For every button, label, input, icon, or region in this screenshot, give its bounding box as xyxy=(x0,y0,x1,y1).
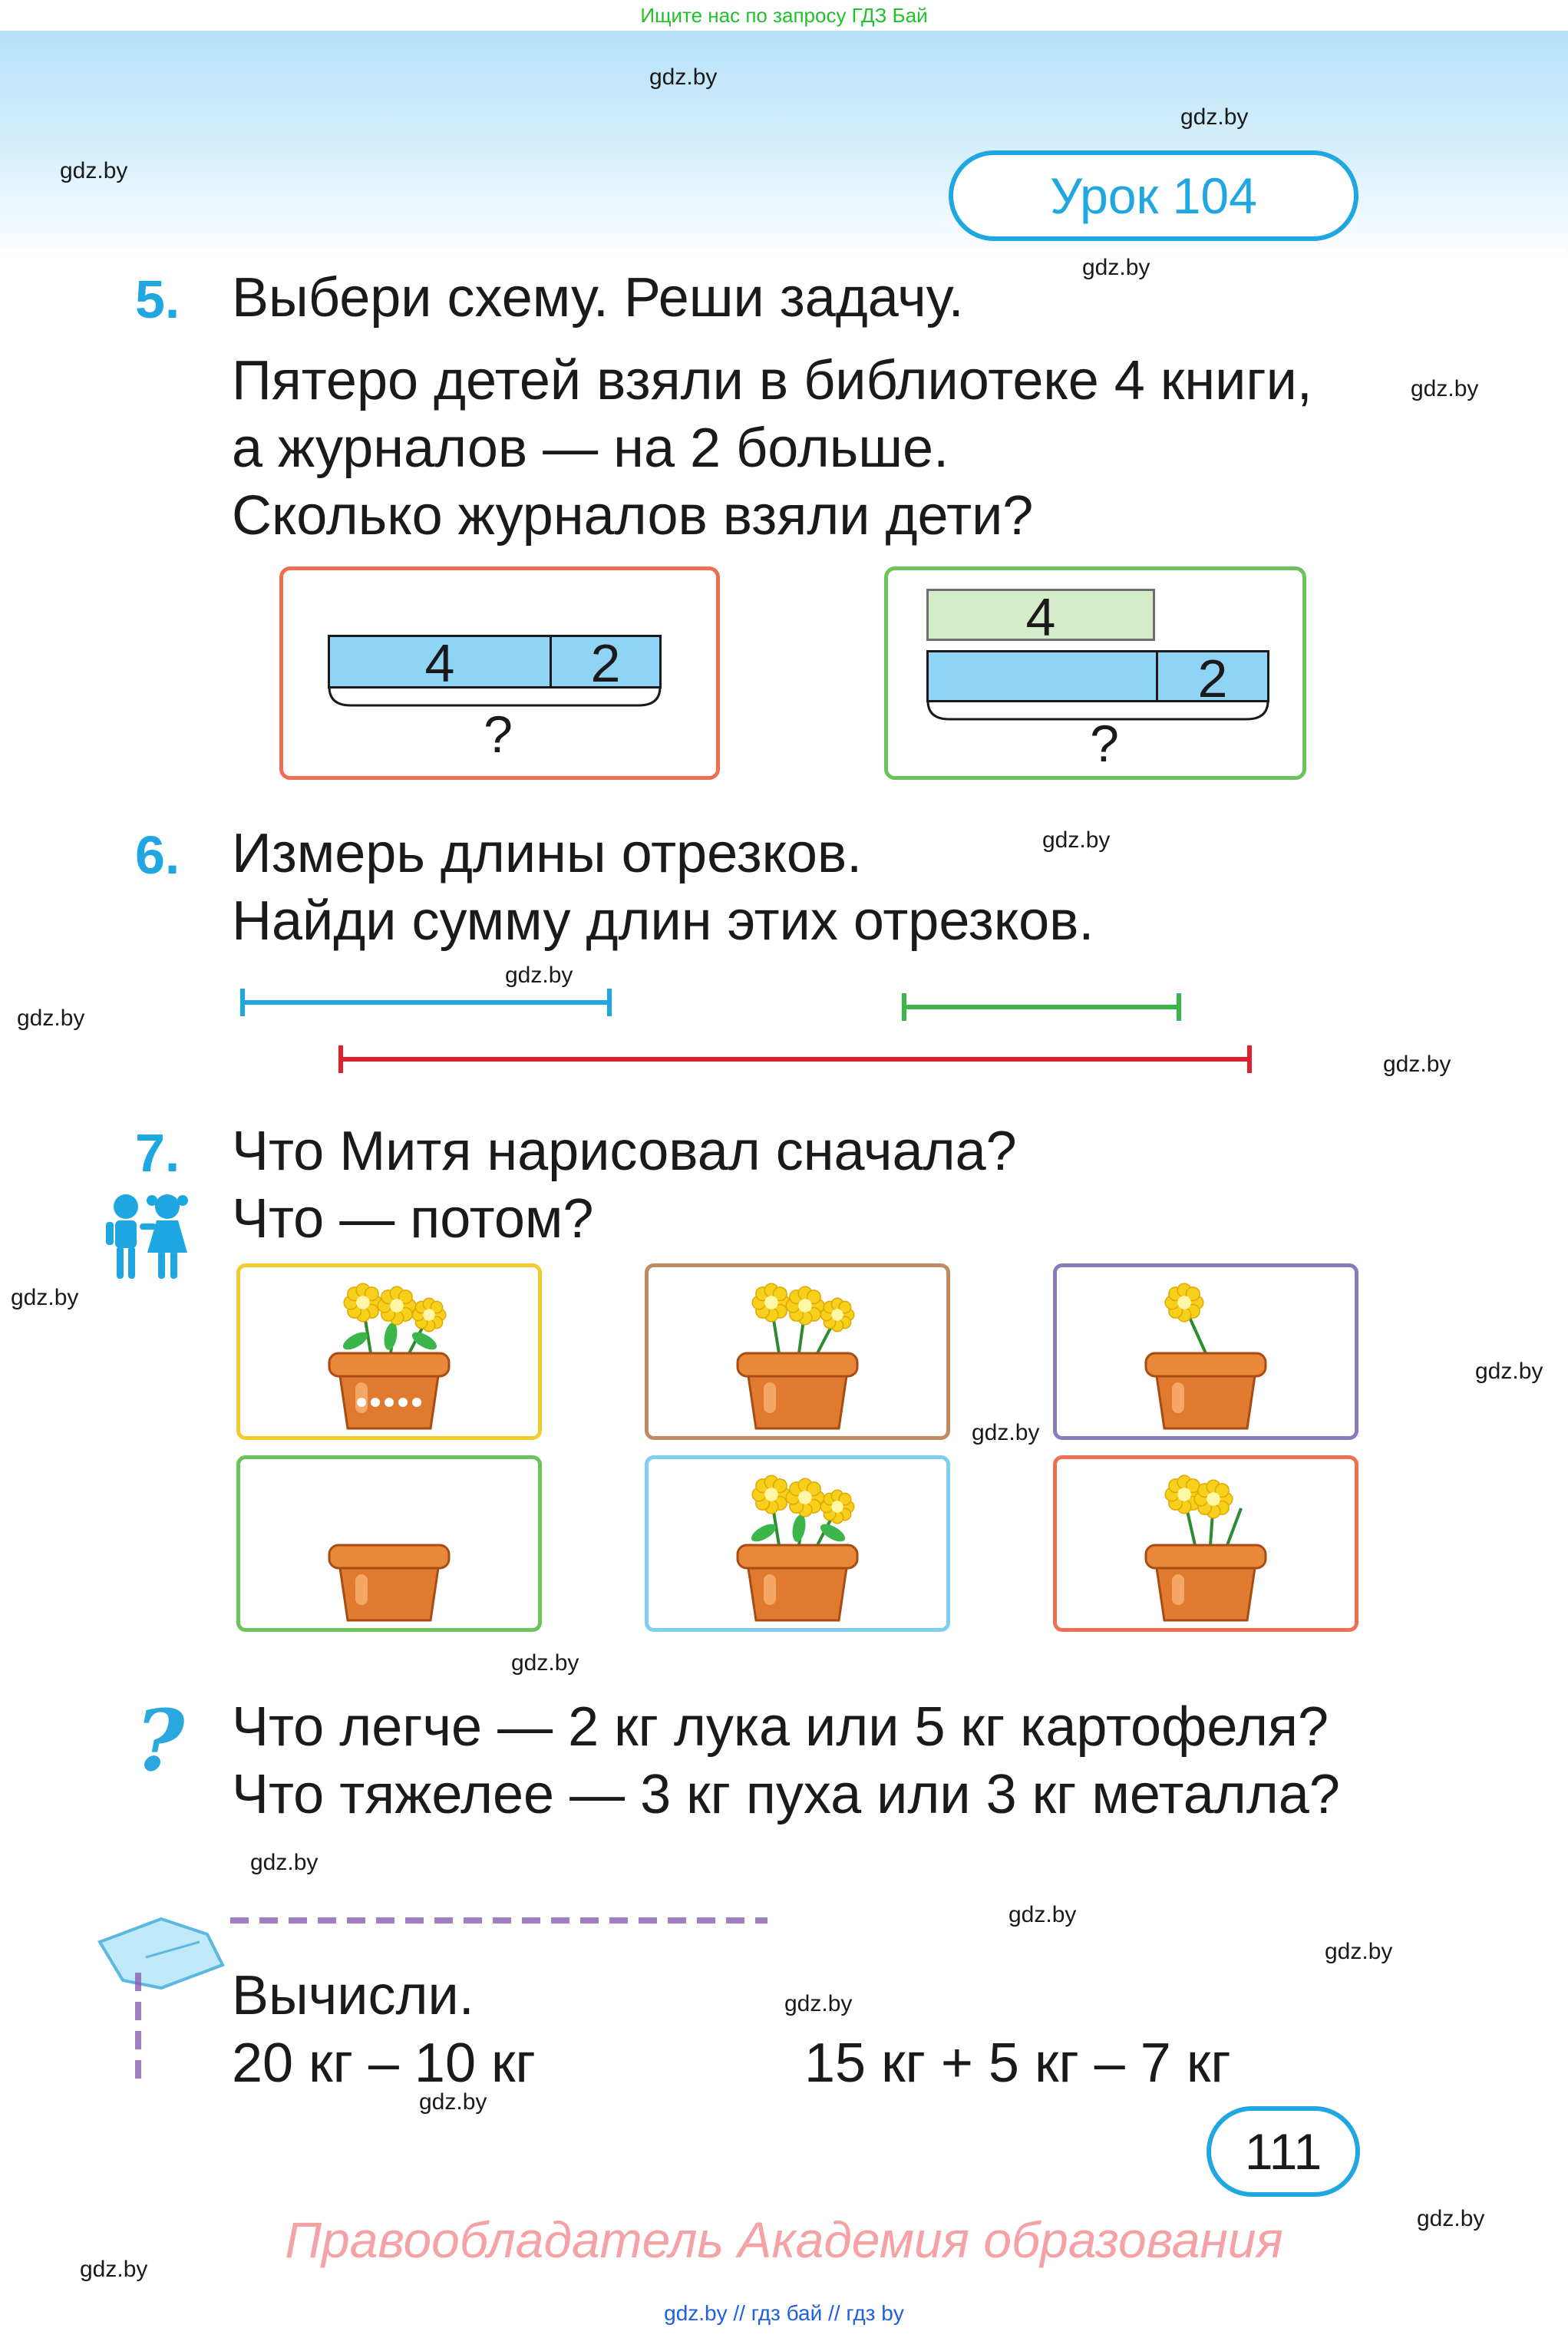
scheme-question: ? xyxy=(1090,715,1119,773)
watermark: gdz.by xyxy=(11,1285,79,1310)
watermark: gdz.by xyxy=(1008,1902,1077,1927)
book-divider-icon xyxy=(97,1917,767,2084)
task-title: Выбери схему. Реши задачу. xyxy=(232,267,964,329)
task-text-line: Что — потом? xyxy=(232,1188,594,1250)
watermark: gdz.by xyxy=(784,1991,853,2016)
scheme-brace xyxy=(328,686,662,707)
picture-card-6[interactable] xyxy=(1053,1455,1358,1632)
question-line: Что легче — 2 кг лука или 5 кг картофеля… xyxy=(232,1696,1329,1758)
flower-pot-picture xyxy=(1144,1474,1267,1622)
question-icon: ? xyxy=(135,1704,186,1781)
scheme-option-1[interactable]: 4 2 ? xyxy=(279,566,720,780)
task-number: 7. xyxy=(135,1123,180,1183)
task-text-line: а журналов — на 2 больше. xyxy=(232,418,949,479)
picture-card-1[interactable] xyxy=(236,1263,542,1440)
scheme-cell-top: 4 xyxy=(926,589,1155,644)
watermark: gdz.by xyxy=(649,64,718,90)
picture-card-2[interactable] xyxy=(645,1263,950,1440)
compute-expression: 20 кг – 10 кг xyxy=(232,2033,536,2094)
watermark: gdz.by xyxy=(1042,827,1111,853)
flower-pot-picture xyxy=(736,1474,859,1622)
footer-links[interactable]: gdz.by // гдз бай // гдз by xyxy=(664,2301,904,2325)
scheme-cell-b: 2 xyxy=(1156,650,1269,705)
flower-pot-picture xyxy=(328,1283,451,1430)
scheme-brace xyxy=(926,700,1269,721)
segment-red xyxy=(338,1045,1252,1073)
watermark: gdz.by xyxy=(80,2257,148,2282)
watermark: gdz.by xyxy=(17,1006,85,1031)
scheme-cell-b: 2 xyxy=(550,635,662,690)
watermark: gdz.by xyxy=(972,1420,1040,1445)
task-number: 5. xyxy=(135,269,180,329)
compute-title: Вычисли. xyxy=(232,1965,474,2026)
copyright-notice: Правообладатель Академия образования xyxy=(285,2211,1283,2268)
segments-figure xyxy=(240,989,1252,1073)
watermark: gdz.by xyxy=(505,963,573,988)
task-number: 6. xyxy=(135,825,180,885)
watermark: gdz.by xyxy=(511,1650,579,1676)
scheme-cell-a: 4 xyxy=(328,635,552,690)
scheme-question: ? xyxy=(484,705,513,764)
watermark: gdz.by xyxy=(250,1850,319,1875)
watermark: gdz.by xyxy=(1417,2206,1485,2231)
watermark: gdz.by xyxy=(1475,1359,1543,1384)
question-line: Что тяжелее — 3 кг пуха или 3 кг металла… xyxy=(232,1764,1340,1825)
picture-card-3[interactable] xyxy=(1053,1263,1358,1440)
flower-pot-picture xyxy=(328,1544,451,1622)
watermark: gdz.by xyxy=(60,158,128,183)
scheme-cell-a xyxy=(926,650,1158,702)
watermark: gdz.by xyxy=(1411,376,1479,401)
children-pair-icon xyxy=(106,1194,188,1279)
task-text-line: Пятеро детей взяли в библиотеке 4 книги, xyxy=(232,350,1312,411)
task-text-line: Найди сумму длин этих отрезков. xyxy=(232,890,1094,952)
scheme-option-2[interactable]: 4 2 ? xyxy=(884,566,1306,780)
svg-text:?: ? xyxy=(135,1704,186,1781)
top-note: Ищите нас по запросу ГДЗ Бай xyxy=(640,4,928,27)
watermark: gdz.by xyxy=(419,2089,487,2115)
segment-green xyxy=(902,993,1181,1021)
task-text-line: Измерь длины отрезков. xyxy=(232,823,863,884)
lesson-badge: Урок 104 xyxy=(949,150,1358,241)
segment-blue xyxy=(240,989,612,1016)
page-number: 111 xyxy=(1207,2106,1360,2197)
picture-card-5[interactable] xyxy=(645,1455,950,1632)
compute-expression: 15 кг + 5 кг – 7 кг xyxy=(804,2033,1231,2094)
watermark: gdz.by xyxy=(1325,1939,1393,1964)
watermark: gdz.by xyxy=(1082,255,1150,280)
picture-card-4[interactable] xyxy=(236,1455,542,1632)
watermark: gdz.by xyxy=(1383,1052,1451,1077)
task-text-line: Сколько журналов взяли дети? xyxy=(232,485,1034,547)
flower-pot-picture xyxy=(736,1283,859,1430)
watermark: gdz.by xyxy=(1180,104,1249,130)
flower-pot-picture xyxy=(1144,1283,1267,1430)
task-text-line: Что Митя нарисовал сначала? xyxy=(232,1121,1017,1182)
